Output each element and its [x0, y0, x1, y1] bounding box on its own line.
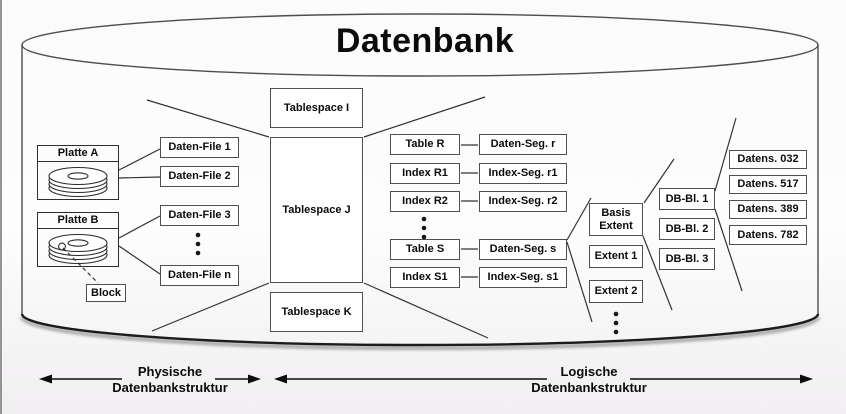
segment-box-r1: Index-Seg. r1 — [479, 163, 567, 184]
disk-icon — [38, 162, 118, 199]
record-box-389: Datens. 389 — [729, 200, 807, 219]
datafile-box-3: Daten-File 3 — [160, 205, 239, 226]
table-box-r: Table R — [390, 134, 460, 155]
index-box-s1: Index S1 — [390, 267, 460, 288]
segment-box-s: Daten-Seg. s — [479, 239, 567, 260]
datafile-box-2: Daten-File 2 — [160, 166, 239, 187]
extent-box-1: Extent 1 — [589, 245, 643, 268]
tablespace-box-j: Tablespace J — [270, 137, 363, 283]
arrowhead-left-icon — [39, 374, 52, 384]
arrowhead-right-icon — [248, 374, 261, 384]
record-box-517: Datens. 517 — [729, 175, 807, 194]
disk-icon — [38, 229, 118, 266]
legend-logical-line1: Logische — [560, 364, 618, 379]
table-box-s: Table S — [390, 239, 460, 260]
disk-label: Platte A — [38, 146, 118, 162]
index-box-r2: Index R2 — [390, 191, 460, 212]
tablespace-box-k: Tablespace K — [270, 292, 363, 332]
tablespace-box-i: Tablespace I — [270, 88, 363, 128]
segment-box-s1: Index-Seg. s1 — [479, 267, 567, 288]
index-box-r1: Index R1 — [390, 163, 460, 184]
extent-box-basis: Basis Extent — [589, 203, 643, 236]
block-box: Block — [86, 284, 126, 302]
legend-physical-line2: Datenbankstruktur — [112, 380, 228, 395]
disk-label: Platte B — [38, 213, 118, 229]
legend-logical-line2: Datenbankstruktur — [531, 380, 647, 395]
datafile-box-n: Daten-File n — [160, 265, 239, 286]
datafile-box-1: Daten-File 1 — [160, 137, 239, 158]
diagram-title: Datenbank — [335, 22, 515, 60]
record-box-782: Datens. 782 — [729, 225, 807, 245]
arrowhead-right-icon — [800, 374, 813, 384]
segment-box-r: Daten-Seg. r — [479, 134, 567, 155]
block-marker — [58, 242, 66, 250]
record-box-032: Datens. 032 — [729, 150, 807, 169]
legend-physical-line1: Physische — [137, 364, 203, 379]
extent-box-2: Extent 2 — [589, 280, 643, 303]
disk-box-platte-a: Platte A — [37, 145, 119, 200]
segment-box-r2: Index-Seg. r2 — [479, 191, 567, 212]
legend-physical: Physische Datenbankstruktur — [100, 364, 240, 396]
legend-logical: Logische Datenbankstruktur — [514, 364, 664, 396]
disk-box-platte-b: Platte B — [37, 212, 119, 267]
db-block-box-2: DB-Bl. 2 — [659, 218, 715, 240]
db-block-box-1: DB-Bl. 1 — [659, 188, 715, 210]
db-block-box-3: DB-Bl. 3 — [659, 248, 715, 270]
arrowhead-left-icon — [274, 374, 287, 384]
